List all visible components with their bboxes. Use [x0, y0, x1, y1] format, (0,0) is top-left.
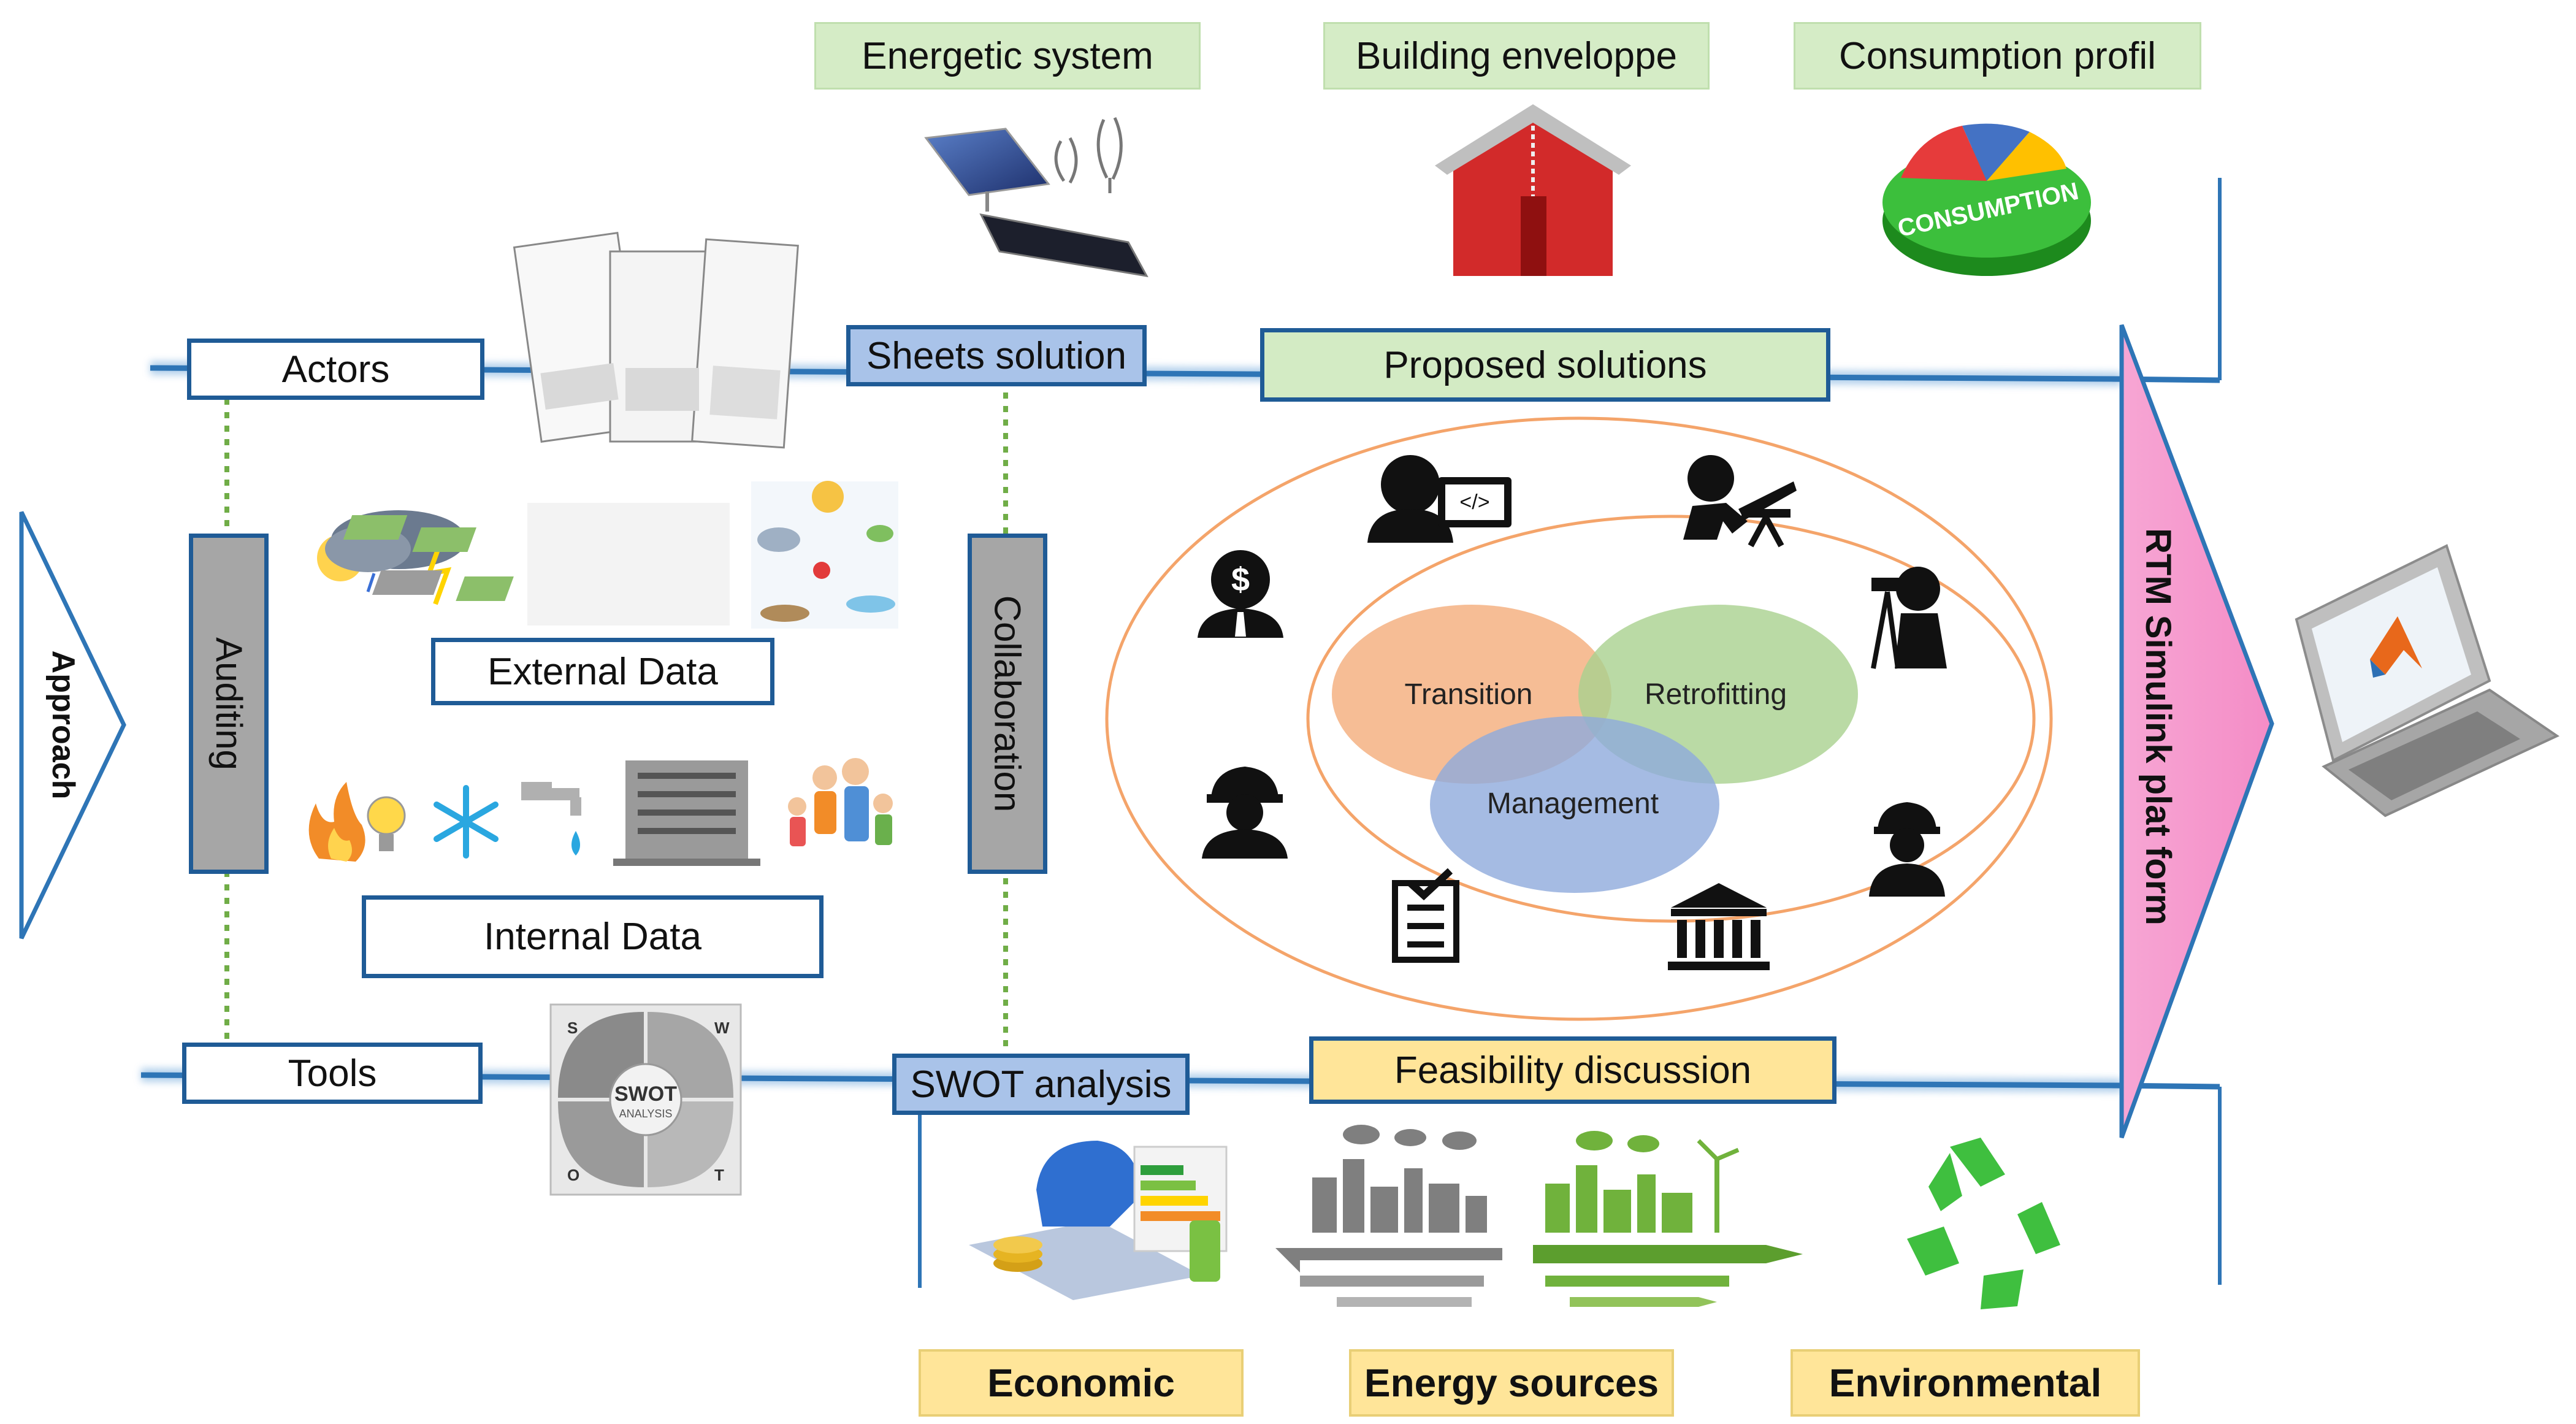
solution-sheets-icon [513, 232, 799, 449]
environmental-label: Environmental [1791, 1349, 2140, 1417]
internal-data-box: Internal Data [362, 895, 824, 978]
actors-box: Actors [187, 339, 484, 400]
house-envelope-icon [1435, 104, 1631, 276]
building-envelope-label: Building enveloppe [1323, 22, 1710, 90]
energy-sources-illustration [1275, 1125, 1803, 1307]
building-icon [613, 760, 760, 866]
lightbulb-icon [367, 796, 406, 851]
fire-icon [308, 782, 365, 862]
collaboration-label: Collaboration [987, 595, 1028, 813]
recycle-icon [1907, 1138, 2060, 1309]
swot-graphic: SWOT ANALYSIS S W O T [549, 1003, 742, 1196]
consumption-pie-icon: CONSUMPTION [1882, 123, 2091, 276]
venn-diagram: Transition Retrofitting Management [1332, 605, 1858, 893]
swot-letter-o: O [567, 1166, 579, 1184]
matlab-logo-icon [2370, 616, 2422, 678]
sheets-solution-box: Sheets solution [846, 325, 1147, 386]
tools-box: Tools [182, 1043, 483, 1104]
surveyor-icon [1871, 567, 1947, 669]
venn-transition-label: Transition [1405, 678, 1533, 711]
external-data-box: External Data [431, 638, 774, 705]
energetic-system-label: Energetic system [814, 22, 1201, 90]
platform-label: RTM Simulink plat form [2138, 528, 2178, 925]
collaboration-bar: Collaboration [968, 534, 1047, 874]
swot-letter-w: W [714, 1019, 730, 1037]
svg-text:$: $ [1231, 561, 1250, 598]
swot-analysis-box: SWOT analysis [892, 1054, 1190, 1115]
financier-icon: $ [1198, 550, 1283, 638]
water-cycle-icon [751, 481, 898, 629]
auditing-label: Auditing [208, 637, 250, 770]
developer-icon: </> [1367, 455, 1512, 543]
worker-icon [1869, 802, 1945, 897]
approach-label: Approach [45, 651, 81, 800]
venn-retrofitting-label: Retrofitting [1645, 678, 1787, 711]
approach-arrow [19, 511, 126, 940]
venn-management-label: Management [1487, 787, 1659, 820]
consumption-profile-label: Consumption profil [1794, 22, 2201, 90]
platform-arrow [2119, 324, 2274, 1139]
economic-label: Economic [919, 1349, 1244, 1417]
swot-sub-text: ANALYSIS [619, 1108, 673, 1120]
inner-ellipse [1306, 515, 2036, 923]
economic-illustration [969, 1141, 1228, 1300]
swot-letter-t: T [714, 1166, 724, 1184]
venn-management-circle [1430, 716, 1719, 893]
checklist-icon [1392, 868, 1459, 963]
urban-site-plan-icon [343, 503, 730, 626]
energy-sources-label: Energy sources [1349, 1349, 1674, 1417]
architect-icon [1683, 455, 1797, 548]
institution-icon [1668, 883, 1770, 970]
solar-panel-icon [924, 128, 1148, 277]
water-tap-icon [521, 782, 581, 856]
outer-ellipse [1105, 416, 2053, 1021]
feasibility-discussion-box: Feasibility discussion [1309, 1036, 1836, 1104]
wind-turbine-icon [1054, 117, 1123, 193]
svg-text:</>: </> [1459, 491, 1489, 514]
auditing-bar: Auditing [189, 534, 269, 874]
laptop-icon [2295, 544, 2560, 817]
family-icon [788, 758, 893, 846]
snowflake-icon [434, 785, 499, 859]
proposed-solutions-box: Proposed solutions [1260, 328, 1830, 402]
engineer-icon [1202, 767, 1288, 859]
swot-center-text: SWOT [614, 1082, 677, 1106]
swot-letter-s: S [567, 1019, 578, 1037]
